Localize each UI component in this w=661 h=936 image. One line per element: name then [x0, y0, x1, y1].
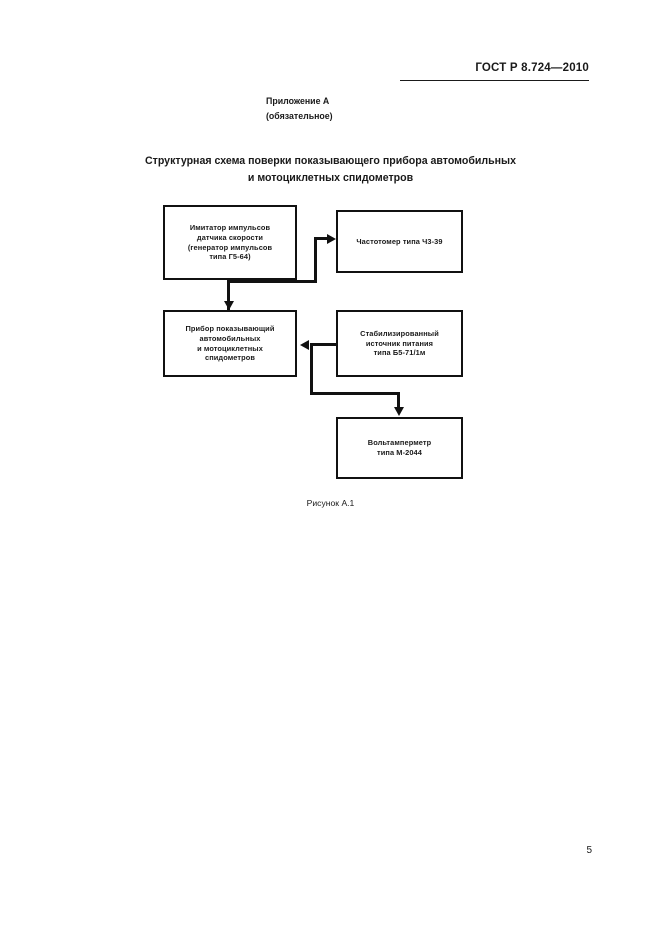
node-text-line: и мотоциклетных: [197, 343, 263, 353]
figure-title-line-1: Структурная схема поверки показывающего …: [145, 155, 516, 167]
connector-branch-riser-vertical: [314, 237, 317, 283]
connector-to-frequency-meter-horizontal: [314, 237, 328, 240]
header-rule: [400, 80, 589, 81]
diagram-node-power-supply: Стабилизированный источник питания типа …: [336, 310, 463, 377]
node-text-line: Частотомер типа Ч3-39: [356, 236, 443, 246]
arrowhead-into-frequency-meter: [327, 233, 336, 244]
connector-simulator-to-device-vertical: [227, 280, 230, 310]
node-text-line: типа Г5-64): [209, 252, 251, 262]
arrowhead-into-speedometer-device: [223, 301, 234, 310]
node-text-line: автомобильных: [199, 333, 261, 343]
diagram-node-voltammeter: Вольтамперметр типа М-2044: [336, 417, 463, 479]
figure-title-line-2: и мотоциклетных спидометров: [247, 172, 414, 184]
node-text-line: Имитатор импульсов: [189, 223, 271, 233]
node-text-line: Вольтамперметр: [367, 438, 432, 448]
connector-power-branch-vertical: [310, 343, 313, 395]
appendix-label: Приложение А: [266, 96, 330, 106]
node-text-line: источник питания: [365, 338, 434, 348]
node-text-line: типа Б5-71/1м: [373, 348, 426, 358]
figure-title: Структурная схема поверки показывающего …: [70, 153, 591, 187]
node-text-line: (генератор импульсов: [187, 242, 273, 252]
diagram-node-speedometer-device: Прибор показывающий автомобильных и мото…: [163, 310, 297, 377]
appendix-heading: Приложение А (обязательное): [266, 94, 333, 124]
node-text-line: датчика скорости: [196, 232, 264, 242]
standard-designation-header: ГОСТ Р 8.724—2010: [475, 62, 589, 74]
figure-caption: Рисунок А.1: [306, 498, 355, 508]
appendix-status: (обязательное): [266, 111, 333, 121]
arrowhead-into-voltammeter: [393, 407, 404, 416]
connector-to-voltammeter-vertical: [397, 392, 400, 408]
node-text-line: типа М-2044: [377, 448, 422, 457]
diagram-node-frequency-meter: Частотомер типа Ч3-39: [336, 210, 463, 273]
arrowhead-into-speedometer-device-right: [300, 339, 309, 350]
page-number: 5: [586, 845, 592, 856]
node-text-line: Стабилизированный: [360, 329, 439, 339]
connector-power-to-device-horizontal: [310, 343, 338, 346]
connector-simulator-branch-horizontal: [227, 280, 317, 283]
block-diagram: Имитатор импульсов датчика скорости (ген…: [150, 195, 490, 495]
diagram-node-impulse-simulator: Имитатор импульсов датчика скорости (ген…: [163, 205, 297, 280]
connector-power-branch-horizontal: [310, 392, 400, 395]
node-text-line: спидометров: [204, 353, 255, 363]
node-text-line: Прибор показывающий: [185, 324, 275, 334]
